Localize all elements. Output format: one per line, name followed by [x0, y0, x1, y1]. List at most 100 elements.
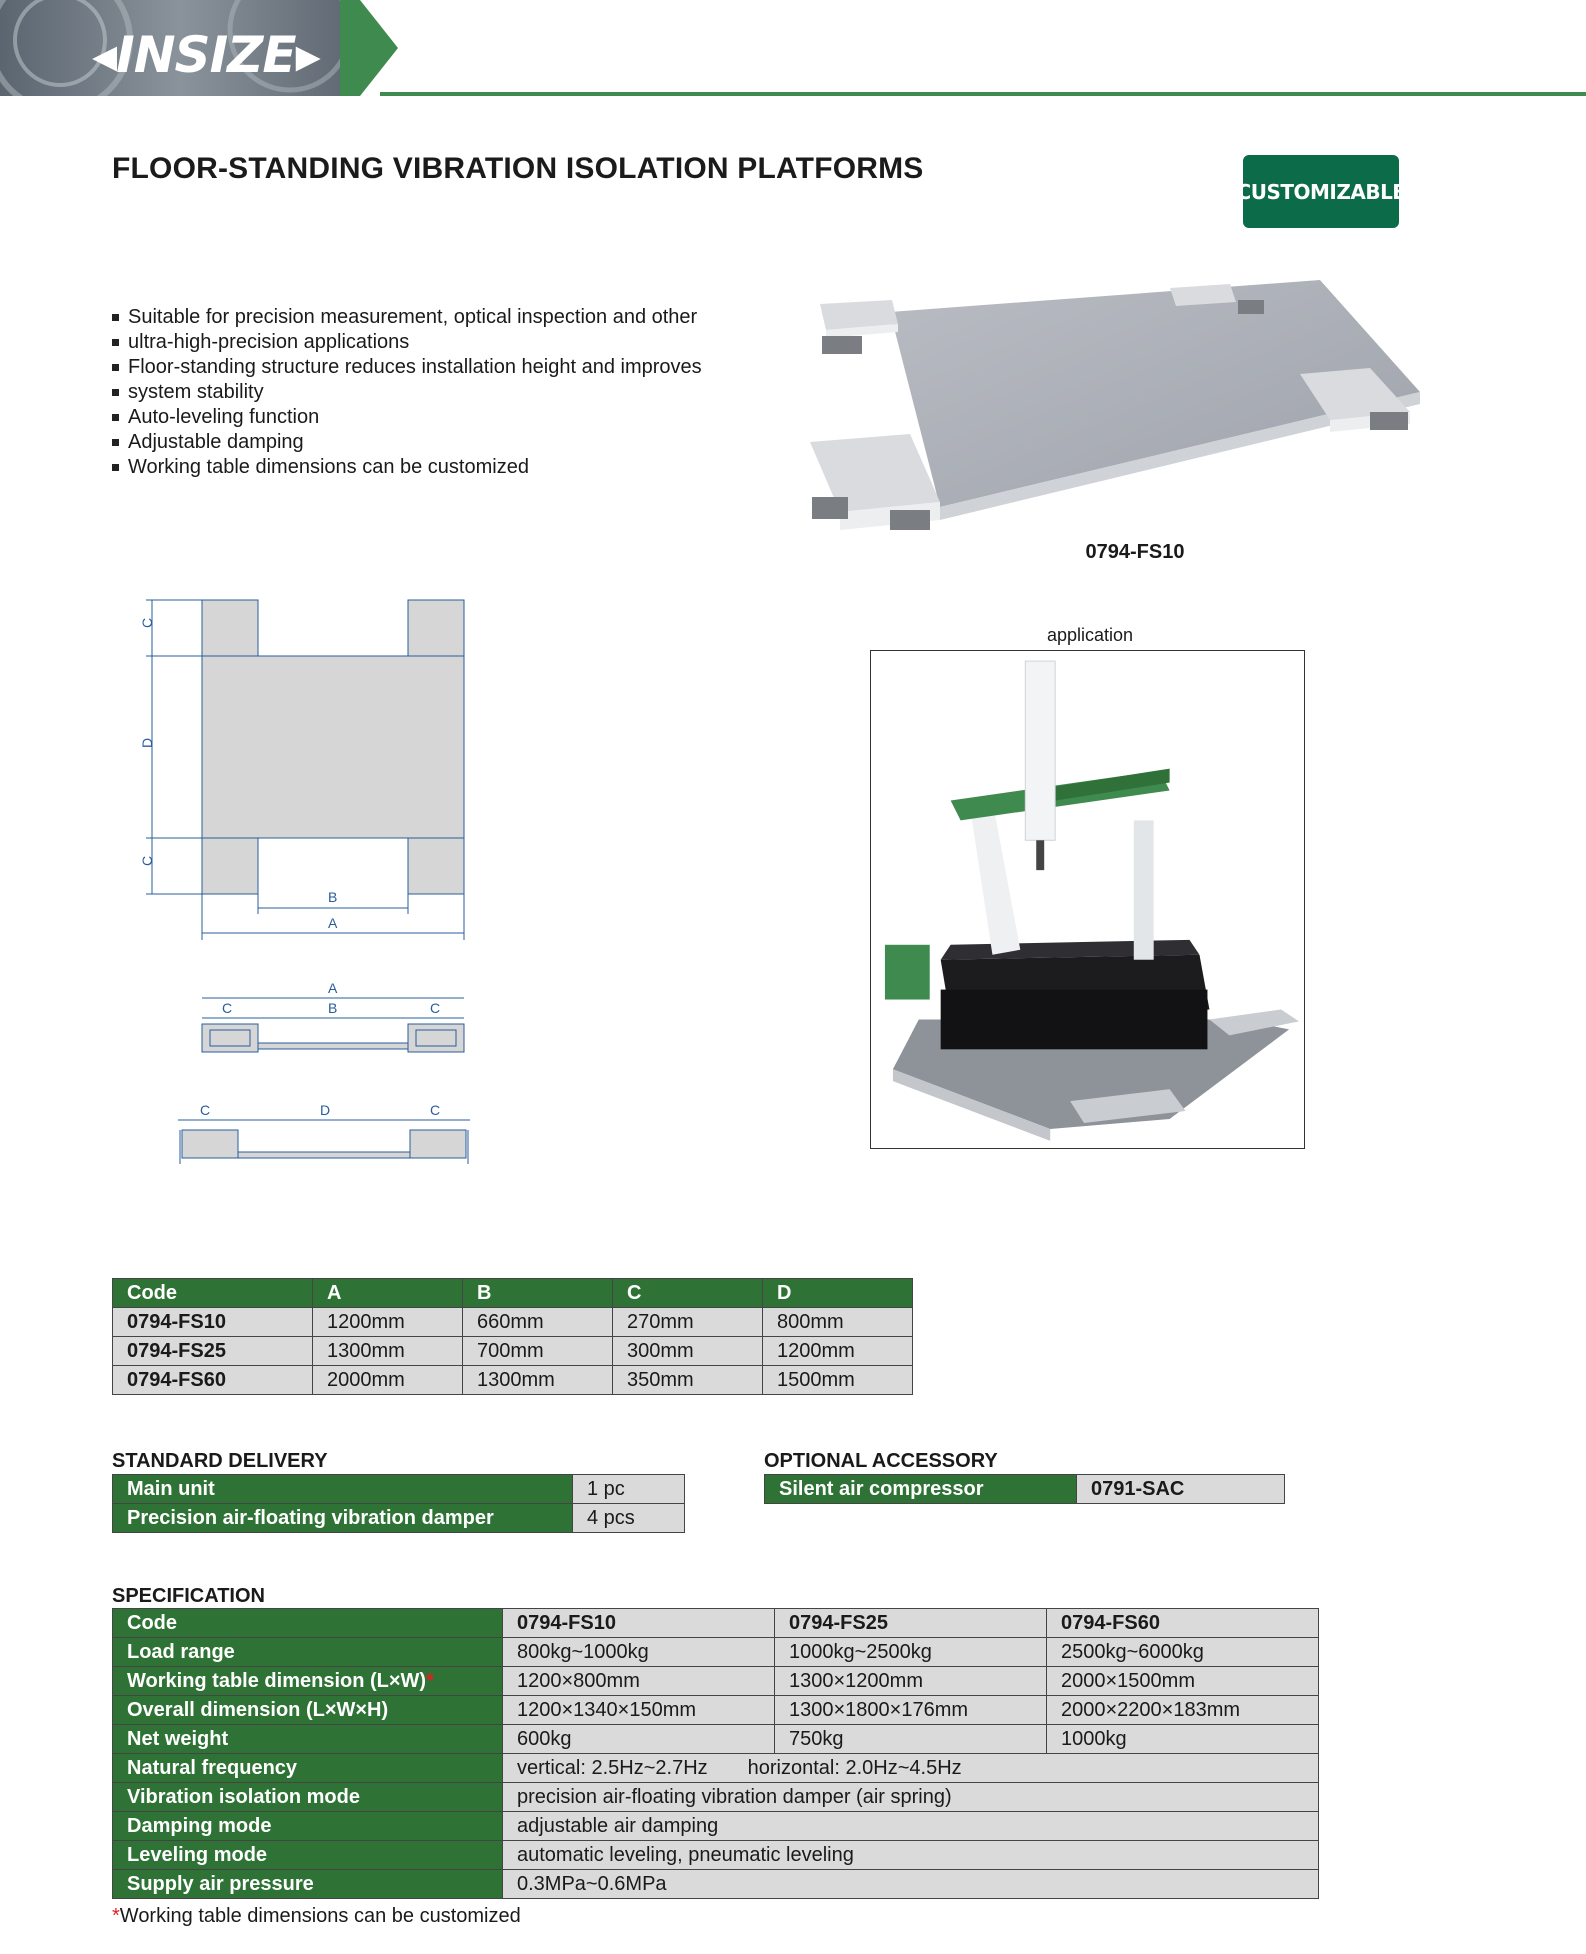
- feature-item-continued: system stability: [112, 380, 762, 405]
- table-row: Silent air compressor 0791-SAC: [764, 1474, 1285, 1504]
- optional-accessory-title: OPTIONAL ACCESSORY: [764, 1450, 998, 1472]
- logo-text: INSIZE: [116, 26, 296, 84]
- table-cell: 270mm: [612, 1307, 763, 1337]
- dim-label-c-side-left: C: [200, 1102, 210, 1118]
- table-cell: 2000mm: [312, 1365, 463, 1395]
- table-row: Damping mode adjustable air damping: [112, 1811, 1319, 1841]
- table-cell: 2500kg~6000kg: [1046, 1637, 1319, 1667]
- table-cell: automatic leveling, pneumatic leveling: [502, 1840, 1319, 1870]
- table-cell: 1000kg~2500kg: [774, 1637, 1047, 1667]
- table-row: 0794-FS60 2000mm 1300mm 350mm 1500mm: [112, 1365, 913, 1395]
- table-cell: 750kg: [774, 1724, 1047, 1754]
- table-cell: Damping mode: [112, 1811, 503, 1841]
- dim-label-a-top: A: [328, 915, 338, 931]
- brand-logo: ◂INSIZE▸: [92, 26, 321, 84]
- table-cell: 800mm: [762, 1307, 913, 1337]
- dim-label-c-side-right: C: [430, 1102, 440, 1118]
- table-header: 0794-FS25: [774, 1608, 1047, 1638]
- table-cell: 1200×1340×150mm: [502, 1695, 775, 1725]
- vertical-frequency: vertical: 2.5Hz~2.7Hz: [517, 1756, 708, 1779]
- feature-item: Adjustable damping: [112, 430, 762, 455]
- table-row: 0794-FS25 1300mm 700mm 300mm 1200mm: [112, 1336, 913, 1366]
- table-cell: 1200mm: [312, 1307, 463, 1337]
- table-cell: 660mm: [462, 1307, 613, 1337]
- table-cell: 1200×800mm: [502, 1666, 775, 1696]
- dim-label-c-top: C: [139, 618, 155, 628]
- table-cell: 350mm: [612, 1365, 763, 1395]
- dim-label-c-bottom: C: [139, 856, 155, 866]
- table-cell: 700mm: [462, 1336, 613, 1366]
- table-cell: 1000kg: [1046, 1724, 1319, 1754]
- dim-label-d: D: [139, 738, 155, 748]
- table-cell: 1500mm: [762, 1365, 913, 1395]
- specification-table: Code 0794-FS10 0794-FS25 0794-FS60 Load …: [112, 1608, 1319, 1899]
- table-header: 0794-FS60: [1046, 1608, 1319, 1638]
- table-cell: 0791-SAC: [1076, 1474, 1285, 1504]
- table-cell: 0794-FS60: [112, 1365, 313, 1395]
- table-header: A: [312, 1278, 463, 1308]
- table-header: Code: [112, 1608, 503, 1638]
- application-label: application: [1046, 625, 1134, 645]
- dim-label-d-side: D: [320, 1102, 330, 1118]
- table-cell: 1300×1200mm: [774, 1666, 1047, 1696]
- table-row: Vibration isolation mode precision air-f…: [112, 1782, 1319, 1812]
- logo-arrow-left-icon: ◂: [92, 26, 117, 84]
- table-row: Supply air pressure 0.3MPa~0.6MPa: [112, 1869, 1319, 1899]
- table-cell: Supply air pressure: [112, 1869, 503, 1899]
- feature-item: Auto-leveling function: [112, 405, 762, 430]
- table-cell: Leveling mode: [112, 1840, 503, 1870]
- asterisk-mark: *: [112, 1905, 120, 1927]
- feature-list: Suitable for precision measurement, opti…: [112, 305, 762, 480]
- product-photo: [810, 280, 1420, 530]
- table-cell: 1300mm: [462, 1365, 613, 1395]
- dim-label-b-top: B: [328, 889, 337, 905]
- table-header: Code: [112, 1278, 313, 1308]
- optional-accessory-table: Silent air compressor 0791-SAC: [764, 1474, 1285, 1504]
- table-cell: Overall dimension (L×W×H): [112, 1695, 503, 1725]
- table-header: C: [612, 1278, 763, 1308]
- table-row: Natural frequency vertical: 2.5Hz~2.7Hz h…: [112, 1753, 1319, 1783]
- table-row: Main unit 1 pc: [112, 1474, 685, 1504]
- table-cell: 0.3MPa~0.6MPa: [502, 1869, 1319, 1899]
- table-cell: 2000×2200×183mm: [1046, 1695, 1319, 1725]
- feature-item: Working table dimensions can be customiz…: [112, 455, 762, 480]
- table-cell: 1300×1800×176mm: [774, 1695, 1047, 1725]
- feature-item: Floor-standing structure reduces install…: [112, 355, 762, 380]
- page-title: FLOOR-STANDING VIBRATION ISOLATION PLATF…: [112, 152, 924, 185]
- table-header-row: Code A B C D: [112, 1278, 913, 1308]
- table-cell: 1300mm: [312, 1336, 463, 1366]
- table-cell: Vibration isolation mode: [112, 1782, 503, 1812]
- table-row: Leveling mode automatic leveling, pneuma…: [112, 1840, 1319, 1870]
- dim-label-b-front: B: [328, 1000, 337, 1016]
- table-header: B: [462, 1278, 613, 1308]
- horizontal-frequency: horizontal: 2.0Hz~4.5Hz: [747, 1756, 962, 1779]
- customizable-badge: CUSTOMIZABLE: [1237, 155, 1406, 228]
- table-cell: vertical: 2.5Hz~2.7Hz horizontal: 2.0Hz~4…: [502, 1753, 1319, 1783]
- table-row: Working table dimension (L×W)* 1200×800m…: [112, 1666, 1319, 1696]
- table-row: Load range 800kg~1000kg 1000kg~2500kg 25…: [112, 1637, 1319, 1667]
- table-cell: adjustable air damping: [502, 1811, 1319, 1841]
- dim-label-c-front-left: C: [222, 1000, 232, 1016]
- dimensions-table: Code A B C D 0794-FS10 1200mm 660mm 270m…: [112, 1278, 913, 1395]
- table-header: D: [762, 1278, 913, 1308]
- table-cell: 1 pc: [572, 1474, 685, 1504]
- table-cell: 800kg~1000kg: [502, 1637, 775, 1667]
- spec-label: Working table dimension (L×W): [127, 1669, 427, 1692]
- table-cell: Silent air compressor: [764, 1474, 1077, 1504]
- table-cell: Load range: [112, 1637, 503, 1667]
- table-row: Net weight 600kg 750kg 1000kg: [112, 1724, 1319, 1754]
- standard-delivery-table: Main unit 1 pc Precision air-floating vi…: [112, 1474, 685, 1533]
- table-cell: Natural frequency: [112, 1753, 503, 1783]
- table-row: 0794-FS10 1200mm 660mm 270mm 800mm: [112, 1307, 913, 1337]
- footnote: *Working table dimensions can be customi…: [112, 1905, 521, 1928]
- table-cell: 1200mm: [762, 1336, 913, 1366]
- table-cell: 600kg: [502, 1724, 775, 1754]
- table-cell: Precision air-floating vibration damper: [112, 1503, 573, 1533]
- application-photo: [870, 650, 1305, 1149]
- specification-title: SPECIFICATION: [112, 1585, 265, 1607]
- table-header: 0794-FS10: [502, 1608, 775, 1638]
- table-cell: Main unit: [112, 1474, 573, 1504]
- table-cell: 2000×1500mm: [1046, 1666, 1319, 1696]
- header-rule: [380, 92, 1586, 96]
- header-banner: [0, 0, 398, 96]
